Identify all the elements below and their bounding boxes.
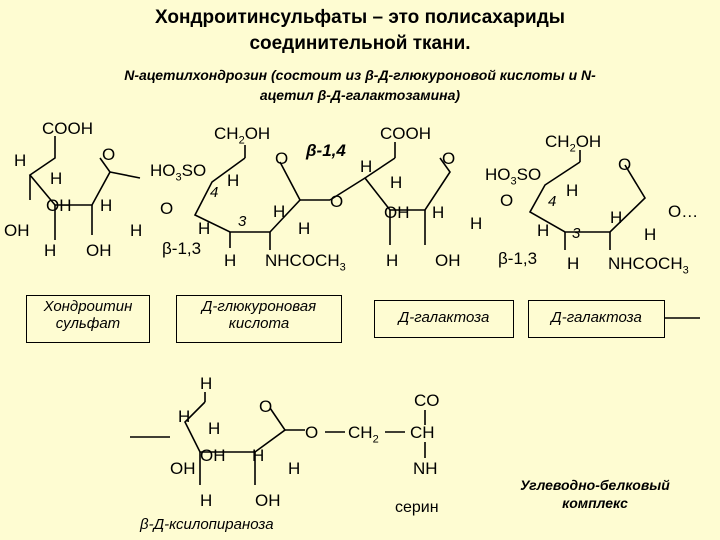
h-atom: H: [178, 407, 191, 426]
ch2oh-label: CH2OH: [545, 132, 602, 155]
glycosidic-oxygen: O: [330, 192, 344, 211]
title-line-1: Хондроитинсульфаты – это полисахариды: [154, 7, 565, 28]
h-atom: H: [44, 241, 57, 260]
h-atom: H: [227, 171, 240, 190]
box-galactose-1: Д-галактоза: [374, 300, 514, 338]
box-galactose-2: Д-галактоза: [528, 300, 665, 338]
ring-oxygen: O: [102, 145, 116, 164]
title-line-2: соединительной ткани.: [249, 33, 471, 54]
h-atom: H: [566, 181, 579, 200]
glycosidic-oxygen: O: [160, 199, 174, 218]
h-atom: H: [198, 219, 211, 238]
oh-group: OH: [200, 446, 226, 465]
h-atom: H: [537, 221, 550, 240]
h-atom: H: [567, 254, 580, 273]
h-atom: H: [390, 173, 403, 192]
chain-continues: O…: [668, 202, 699, 221]
nhcoch3-group: NHCOCH3: [265, 251, 346, 274]
subtitle-line-2: ацетил β-Д-галактозамина): [259, 87, 461, 103]
h-atom: H: [360, 157, 373, 176]
xylopyranose-caption: β-Д-ксилопираноза: [140, 516, 274, 533]
oh-group: OH: [4, 221, 30, 240]
nh-group: NH: [413, 459, 438, 478]
h-atom: H: [200, 491, 213, 510]
ring-oxygen: O: [442, 149, 456, 168]
h-atom: H: [252, 446, 265, 465]
cooh-label: COOH: [42, 119, 93, 138]
ch-group: CH: [410, 423, 435, 442]
nhcoch3-group: NHCOCH3: [608, 254, 689, 277]
oh-group: OH: [86, 241, 112, 260]
ring-oxygen: O: [618, 155, 632, 174]
h-atom: H: [644, 225, 657, 244]
oh-group: OH: [384, 203, 410, 222]
link-beta-1-3: β-1,3: [498, 249, 538, 268]
ring-oxygen: O: [259, 397, 273, 416]
h-atom: H: [200, 374, 213, 393]
h-atom: H: [432, 203, 445, 222]
subtitle-line-1: N-ацетилхондрозин (состоит из β-Д-глюкур…: [124, 67, 596, 83]
oh-group: OH: [435, 251, 461, 270]
h-atom: H: [100, 196, 113, 215]
h-atom: H: [224, 251, 237, 270]
oh-group: OH: [46, 196, 72, 215]
h-atom: H: [298, 219, 311, 238]
ring-oxygen: O: [275, 149, 289, 168]
h-atom: H: [470, 214, 483, 233]
position-3: 3: [238, 213, 247, 230]
ho3so-group: HO3SO: [150, 161, 207, 184]
link-beta-1-4: β-1,4: [306, 141, 346, 160]
co-group: CO: [414, 391, 440, 410]
complex-caption: Углеводно-белковый комплекс: [520, 477, 670, 511]
position-3: 3: [572, 225, 581, 242]
position-4: 4: [210, 184, 219, 201]
h-atom: H: [14, 151, 27, 170]
oh-group: OH: [255, 491, 281, 510]
oh-group: OH: [170, 459, 196, 478]
h-atom: H: [273, 202, 286, 221]
h-atom: H: [610, 208, 623, 227]
ho3so-group: HO3SO: [485, 165, 542, 188]
h-atom: H: [208, 419, 221, 438]
link-beta-1-3: β-1,3: [162, 239, 202, 258]
cooh-label: COOH: [380, 124, 431, 143]
serine-caption: серин: [395, 499, 439, 516]
h-atom: H: [130, 221, 143, 240]
ch2oh-label: CH2OH: [214, 124, 271, 147]
glycosidic-oxygen: O: [500, 191, 514, 210]
h-atom: H: [50, 169, 63, 188]
h-atom: H: [386, 251, 399, 270]
ch2-group: CH2: [348, 423, 379, 446]
position-4: 4: [548, 193, 557, 210]
h-atom: H: [288, 459, 301, 478]
o-glycosidic-link: O: [305, 423, 319, 442]
